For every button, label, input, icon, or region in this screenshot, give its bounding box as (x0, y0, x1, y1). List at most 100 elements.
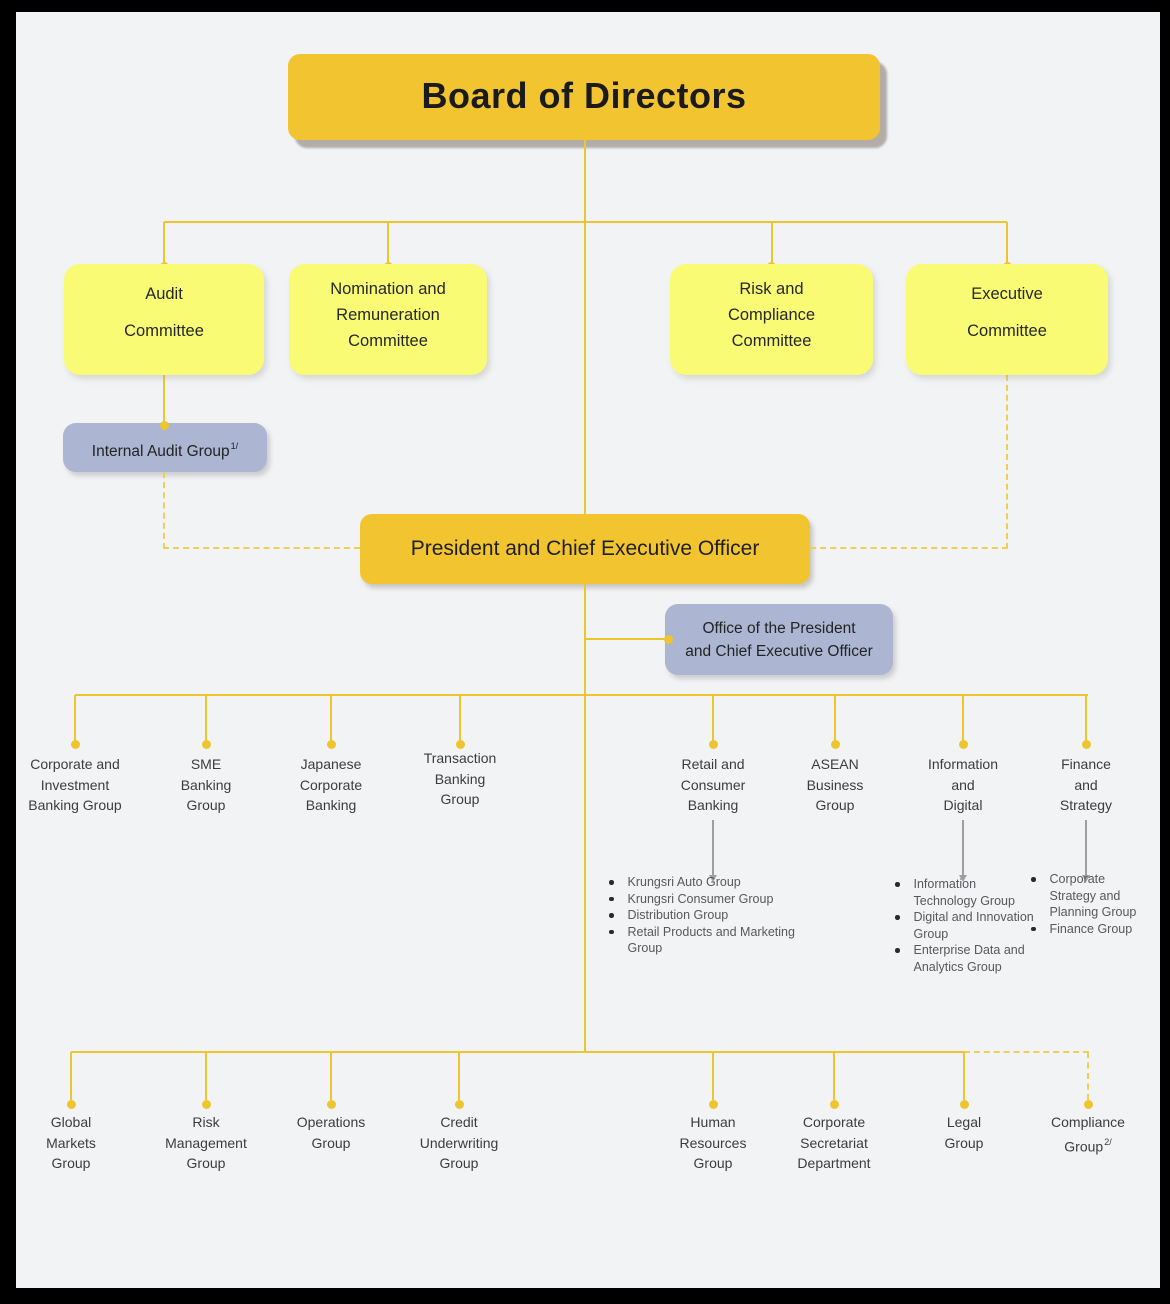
connector-dot (201, 1099, 211, 1109)
human-resources-group-label: Resources (628, 1133, 798, 1154)
sub-unit-item: Krungsri Consumer Group (600, 891, 810, 908)
connector-dot (1081, 739, 1091, 749)
credit-underwriting-group-label: Group (374, 1153, 544, 1174)
human-resources-group-label-text: Resources (679, 1134, 747, 1151)
connector-dot (70, 739, 80, 749)
connector-dot (201, 739, 211, 749)
compliance-group-label-text: Group (1064, 1138, 1104, 1155)
corporate-and-investment-banking-group-label-text: Banking Group (28, 797, 122, 813)
corporate-secretariat-department-label-text: Department (797, 1155, 871, 1171)
human-resources-group-label-text: Human (690, 1114, 736, 1130)
connector-line (834, 695, 836, 741)
connector-line (770, 222, 773, 266)
bullet-icon (609, 880, 614, 885)
sub-unit-item: Finance Group (1022, 921, 1158, 938)
corporate-secretariat-department-label-text: Corporate (802, 1114, 866, 1130)
footnote-marker: 2/ (1104, 1136, 1112, 1147)
connector-dot (829, 1099, 839, 1109)
finance-and-strategy-label-text: Strategy (1059, 797, 1113, 813)
legal-group-label: Group (879, 1133, 1049, 1154)
risk-management-group-label-text: Group (186, 1155, 226, 1171)
corporate-secretariat-department-label: Corporate (749, 1112, 919, 1133)
connector-line (1085, 695, 1087, 741)
connector-line (584, 140, 586, 514)
connector-dot (1083, 1099, 1093, 1109)
arrow-down-icon (709, 820, 716, 882)
retail-and-consumer-banking-label: Banking (628, 795, 798, 816)
connector-line (70, 1052, 72, 1100)
connector-dot (959, 1099, 969, 1109)
connector-dot (708, 739, 718, 749)
connector-dot (159, 420, 169, 430)
global-markets-group-label-text: Markets (46, 1134, 96, 1151)
risk-and-compliance-committee-label: Committee (731, 332, 812, 350)
office-of-president-label-line2: and Chief Executive Officer (685, 643, 873, 660)
connector-dot (326, 739, 336, 749)
transaction-banking-group-label: Group (375, 789, 545, 810)
transaction-banking-group-label-text: Banking (434, 770, 486, 787)
connector-line-dashed (1006, 375, 1008, 549)
connector-line (387, 222, 389, 266)
connector-line-dashed (964, 1051, 1089, 1053)
risk-and-compliance-committee-label: Compliance (727, 306, 816, 324)
corporate-and-investment-banking-group-label: Banking Group (0, 795, 160, 816)
president-ceo-label: President and Chief Executive Officer (410, 537, 760, 560)
bullet-icon (895, 948, 900, 953)
connector-dot (326, 1099, 336, 1109)
sub-unit-item: Krungsri Auto Group (600, 874, 810, 891)
information-and-digital-label: and (878, 775, 1048, 796)
credit-underwriting-group-label: Credit (374, 1112, 544, 1133)
asean-business-group-label: ASEAN (750, 754, 920, 775)
corporate-and-investment-banking-group-label: Corporate and (0, 754, 160, 775)
finance-and-strategy-label: and (1001, 775, 1170, 796)
retail-and-consumer-banking-label-text: Consumer (680, 776, 746, 793)
compliance-group-label: Compliance (1003, 1112, 1170, 1133)
compliance-group-label: Group2/ (1003, 1133, 1170, 1157)
retail-and-consumer-banking-label-text: Banking (687, 797, 739, 813)
connector-dot (663, 634, 673, 644)
president-ceo-box: President and Chief Executive Officer (360, 514, 810, 584)
bullet-icon (609, 913, 614, 918)
connector-line (163, 375, 165, 424)
connector-line (1006, 222, 1008, 266)
connector-dot (830, 739, 840, 749)
connector-line (74, 695, 76, 741)
connector-line-dashed (1087, 1052, 1089, 1100)
connector-line (205, 695, 207, 741)
finance-and-strategy-label: Strategy (1001, 795, 1170, 816)
connector-line-dashed (163, 472, 165, 549)
connector-dot (708, 1099, 718, 1109)
retail-and-consumer-banking-label-text: Retail and (681, 756, 745, 772)
retail-and-consumer-banking-label: Retail and (628, 754, 798, 775)
compliance-group-label-text: Compliance (1051, 1114, 1125, 1130)
bullet-icon (1031, 926, 1036, 931)
arrow-down-icon (959, 820, 966, 882)
board-of-directors-box: Board of Directors (288, 54, 880, 140)
nomination-and-remuneration-committee-label: Committee (348, 332, 428, 350)
connector-line (164, 221, 1007, 223)
sub-unit-label: Krungsri Auto Group (627, 875, 741, 889)
asean-business-group-label-text: Business (806, 776, 864, 793)
risk-management-group-label-text: Risk (192, 1114, 220, 1130)
sub-unit-label: Krungsri Consumer Group (627, 891, 774, 906)
bullet-icon (895, 915, 900, 920)
sme-banking-group-label-text: Banking (180, 776, 232, 793)
connector-line (712, 695, 714, 741)
operations-group-label: Group (246, 1133, 416, 1154)
connector-line (459, 695, 461, 741)
japanese-corporate-banking-label: Japanese (246, 754, 416, 775)
credit-underwriting-group-label-text: Group (439, 1155, 479, 1171)
